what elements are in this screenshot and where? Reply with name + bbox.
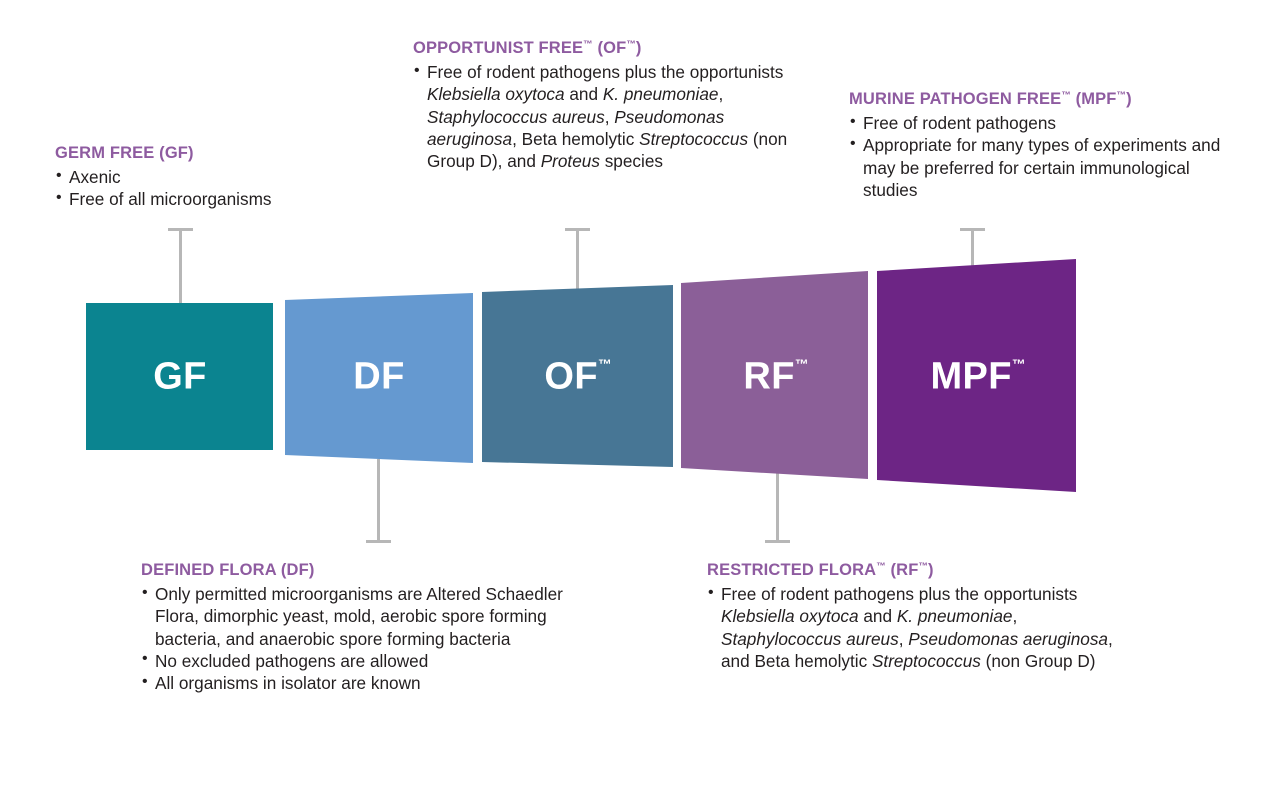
leader-stem bbox=[971, 228, 974, 275]
species-name: Pseudomonas aeruginosa bbox=[908, 628, 1108, 649]
callout-mpf: MURINE PATHOGEN FREE™ (MPF™) Free of rod… bbox=[849, 89, 1224, 201]
species-name: Klebsiella oxytoca bbox=[427, 84, 565, 105]
bullet-item: Free of rodent pathogens bbox=[849, 112, 1224, 134]
callout-title-mpf: MURINE PATHOGEN FREE™ (MPF™) bbox=[849, 90, 1132, 108]
callout-title-rf: RESTRICTED FLORA™ (RF™) bbox=[707, 561, 934, 579]
callout-bullets-rf: Free of rodent pathogens plus the opport… bbox=[707, 583, 1127, 672]
bullet-item: No excluded pathogens are allowed bbox=[141, 649, 581, 672]
trademark-icon: ™ bbox=[626, 39, 636, 51]
trademark-icon: ™ bbox=[1116, 90, 1127, 102]
bullet-item: Free of rodent pathogens plus the opport… bbox=[413, 61, 791, 172]
leader-stem bbox=[179, 228, 182, 306]
bullet-item: All organisms in isolator are known bbox=[141, 672, 581, 694]
species-name: Proteus bbox=[540, 151, 600, 172]
bullet-item: Free of all microorganisms bbox=[55, 188, 385, 210]
species-name: Pseudomonas aeruginosa bbox=[427, 106, 725, 149]
callout-of: OPPORTUNIST FREE™ (OF™) Free of rodent p… bbox=[413, 38, 791, 172]
species-name: Staphylococcus aureus bbox=[427, 106, 605, 127]
block-shape-rf[interactable] bbox=[681, 271, 868, 479]
leader-cap bbox=[765, 540, 790, 543]
trademark-icon: ™ bbox=[918, 561, 929, 573]
trademark-icon: ™ bbox=[876, 561, 886, 573]
callout-gf: GERM FREE (GF) AxenicFree of all microor… bbox=[55, 143, 385, 211]
bullet-item: Only permitted microorganisms are Altere… bbox=[141, 583, 581, 650]
block-shape-mpf[interactable] bbox=[877, 259, 1076, 492]
leader-stem bbox=[576, 228, 579, 290]
bullet-item: Axenic bbox=[55, 166, 385, 188]
species-name: K. pneumoniae bbox=[896, 606, 1013, 627]
callout-rf: RESTRICTED FLORA™ (RF™) Free of rodent p… bbox=[707, 560, 1127, 672]
bullet-item: Free of rodent pathogens plus the opport… bbox=[707, 583, 1127, 672]
leader-stem bbox=[377, 459, 380, 540]
species-name: Streptococcus bbox=[639, 128, 749, 149]
bullet-item: Appropriate for many types of experiment… bbox=[849, 134, 1224, 201]
leader-stem bbox=[776, 473, 779, 540]
species-name: Staphylococcus aureus bbox=[721, 628, 899, 649]
callout-df: DEFINED FLORA (DF) Only permitted microo… bbox=[141, 560, 581, 694]
species-name: K. pneumoniae bbox=[602, 84, 719, 105]
callout-title-df: DEFINED FLORA (DF) bbox=[141, 561, 315, 579]
callout-bullets-of: Free of rodent pathogens plus the opport… bbox=[413, 61, 791, 172]
callout-title-gf: GERM FREE (GF) bbox=[55, 144, 194, 162]
leader-cap bbox=[366, 540, 391, 543]
callout-bullets-mpf: Free of rodent pathogensAppropriate for … bbox=[849, 112, 1224, 201]
species-name: Klebsiella oxytoca bbox=[721, 606, 859, 627]
callout-bullets-gf: AxenicFree of all microorganisms bbox=[55, 166, 385, 211]
callout-title-of: OPPORTUNIST FREE™ (OF™) bbox=[413, 39, 642, 57]
callout-bullets-df: Only permitted microorganisms are Altere… bbox=[141, 583, 581, 694]
block-shape-gf[interactable] bbox=[86, 303, 273, 450]
trademark-icon: ™ bbox=[1061, 90, 1071, 102]
block-shape-of[interactable] bbox=[482, 285, 673, 467]
block-shape-df[interactable] bbox=[285, 293, 473, 463]
trademark-icon: ™ bbox=[583, 39, 593, 51]
species-name: Streptococcus bbox=[871, 650, 981, 671]
